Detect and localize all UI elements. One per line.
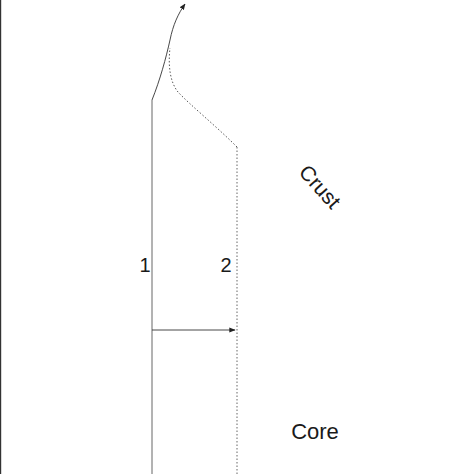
callout-number: 1 xyxy=(139,255,150,275)
left-edge xyxy=(0,0,1,474)
core-region-shape xyxy=(0,70,404,474)
ray-line-dotted xyxy=(237,147,238,474)
shift-arrow xyxy=(152,330,235,331)
ray-line xyxy=(152,100,153,474)
ray-path-dotted xyxy=(169,48,237,147)
callout-number: 2 xyxy=(220,255,231,275)
region-label: Crust xyxy=(295,160,344,211)
region-label: Core xyxy=(291,421,339,443)
ray-path-arrow xyxy=(152,4,185,100)
